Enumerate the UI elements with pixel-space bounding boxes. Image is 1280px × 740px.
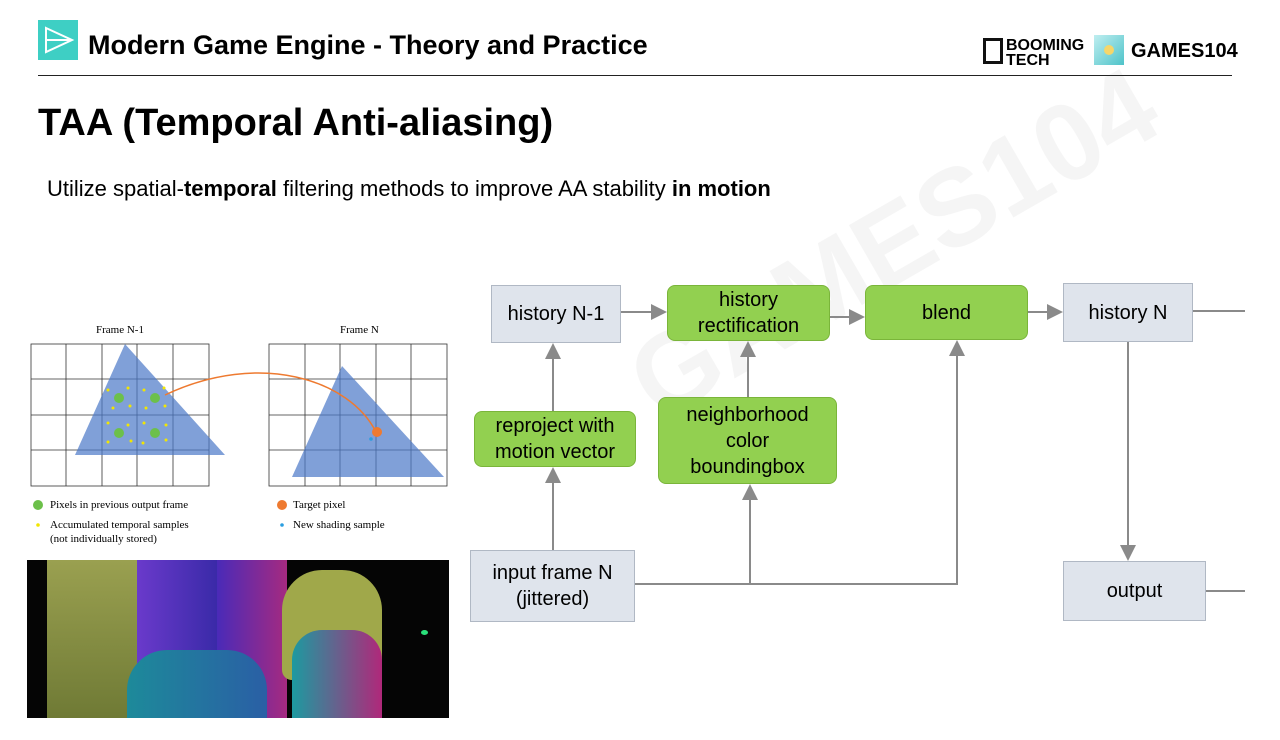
legend-pixels-prev: Pixels in previous output frame [50,499,189,511]
taa-sample-figure [30,343,448,527]
legend-new-sample: New shading sample [293,519,385,531]
brand1-line2: TECH [1006,52,1050,69]
slide-subtitle: Utilize spatial-temporal filtering metho… [47,176,771,201]
course-title: Modern Game Engine - Theory and Practice [88,30,648,60]
slide-title: TAA (Temporal Anti-aliasing) [38,102,554,144]
legend-target: Target pixel [293,499,346,511]
node-input-frame: input frame N(jittered) [470,550,635,622]
node-history-n: history N [1063,283,1193,342]
games104-logo-icon [1094,35,1124,65]
node-blend: blend [865,285,1028,340]
triangle-prev [75,344,225,455]
frame-prev-label: Frame N-1 [96,324,144,336]
motion-vector-render-image [27,560,449,718]
frame-cur-label: Frame N [340,324,379,336]
games104-label: GAMES104 [1131,40,1238,62]
course-logo-icon [38,20,78,60]
node-history-prev: history N-1 [491,285,621,343]
legend-accum-1: Accumulated temporal samples [50,519,189,531]
legend-accum-2: (not individually stored) [50,533,157,545]
header-divider [38,75,1232,76]
brand1-line1: BOOMING [1006,37,1085,54]
triangle-cur [292,366,444,477]
node-output: output [1063,561,1206,621]
booming-logo-icon [983,38,1003,64]
